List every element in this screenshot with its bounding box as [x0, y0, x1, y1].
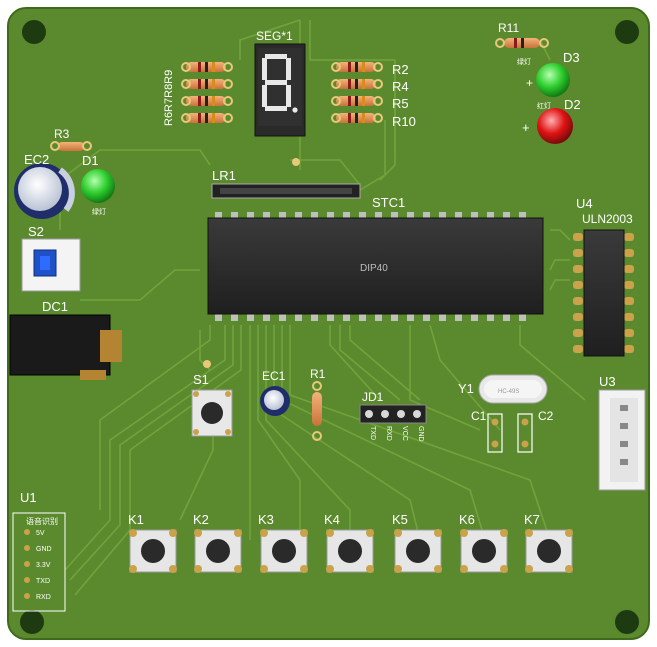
via — [203, 360, 211, 368]
pcb-substrate — [7, 7, 650, 640]
r2-label: R2 — [392, 62, 409, 77]
u1-pin-3: 3.3V — [36, 562, 51, 569]
s1-label: S1 — [193, 372, 209, 387]
u1-label: U1 — [20, 490, 37, 505]
switch-s1: S1 — [191, 372, 233, 437]
jd1-pin-4: GND — [417, 426, 424, 442]
mounting-hole-top-right — [615, 20, 639, 44]
mounting-hole-bottom-right — [615, 610, 639, 634]
k5-label: K5 — [392, 512, 408, 527]
led-d2: D2 红灯 + — [522, 97, 581, 144]
r3-label: R3 — [54, 127, 70, 141]
resistor-bank-right: R2 R4 R5 R10 — [331, 62, 416, 129]
u1-pin-4: TXD — [36, 578, 50, 585]
capacitor-c1: C1 — [471, 409, 503, 453]
ic-u4: U4 ULN2003 — [573, 196, 634, 357]
header-jd1: JD1 TXD RXD VCC GND — [359, 390, 427, 442]
lr1-label: LR1 — [212, 168, 236, 183]
header-lr1: LR1 — [211, 168, 361, 199]
capacitor-ec2: EC2 — [14, 152, 75, 219]
y1-label: Y1 — [458, 381, 474, 396]
capacitor-c2: C2 — [517, 409, 554, 453]
resistor-r3: R3 — [50, 127, 92, 151]
d2-label: D2 — [564, 97, 581, 112]
d1-note: 绿灯 — [92, 207, 106, 216]
r11-label: R11 — [498, 21, 519, 35]
r1-label: R1 — [310, 367, 326, 381]
key-k7: K7 — [524, 512, 573, 573]
mcu-stc1: DIP40 STC1 — [207, 195, 544, 321]
r5-label: R5 — [392, 96, 409, 111]
u1-pin-5: RXD — [36, 594, 51, 601]
k1-label: K1 — [128, 512, 144, 527]
uln-label: ULN2003 — [582, 212, 633, 226]
u4-label: U4 — [576, 196, 593, 211]
resistor-r1: R1 — [310, 367, 326, 441]
capacitor-ec1: EC1 — [260, 369, 290, 416]
d3-plus: + — [526, 76, 533, 90]
d1-label: D1 — [82, 153, 99, 168]
switch-s2: S2 — [21, 224, 81, 292]
led-d3: D3 绿灯 + — [517, 50, 580, 97]
k2-label: K2 — [193, 512, 209, 527]
jd1-label: JD1 — [362, 390, 384, 404]
via — [292, 158, 300, 166]
led-d1: D1 绿灯 — [81, 153, 115, 216]
module-u1: U1 语音识别 5V GND 3.3V TXD RXD — [12, 490, 66, 612]
d2-plus: + — [522, 120, 530, 135]
jd1-pin-1: TXD — [369, 426, 376, 440]
connector-u3: U3 — [598, 374, 646, 491]
resistor-bank-left-label: R6R7R8R9 — [163, 70, 175, 126]
resistor-bank-left: R6R7R8R9 — [163, 62, 233, 126]
u1-pin-2: GND — [36, 546, 52, 553]
ec2-label: EC2 — [24, 152, 49, 167]
y1-mark: HC-49S — [498, 389, 519, 395]
dc1-label: DC1 — [42, 299, 68, 314]
seven-segment-display: SEG*1 — [254, 29, 306, 137]
d3-label: D3 — [563, 50, 580, 65]
c1-label: C1 — [471, 409, 487, 423]
key-k4: K4 — [324, 512, 374, 573]
u1-title: 语音识别 — [26, 516, 58, 526]
d3-note: 绿灯 — [517, 57, 531, 66]
key-k1: K1 — [128, 512, 177, 573]
c2-label: C2 — [538, 409, 554, 423]
crystal-y1: HC-49S Y1 — [458, 374, 548, 404]
dip-label: DIP40 — [360, 263, 388, 274]
ec1-label: EC1 — [262, 369, 286, 383]
key-k5: K5 — [392, 512, 442, 573]
resistor-r11: R11 — [495, 21, 549, 48]
stc1-label: STC1 — [372, 195, 405, 210]
d2-note: 红灯 — [537, 101, 551, 110]
r10-label: R10 — [392, 114, 416, 129]
mounting-hole-bottom-left — [20, 610, 44, 634]
mounting-hole-top-left — [22, 20, 46, 44]
jd1-pin-2: RXD — [385, 426, 392, 441]
key-k6: K6 — [459, 512, 508, 573]
key-k2: K2 — [193, 512, 242, 573]
k7-label: K7 — [524, 512, 540, 527]
r4-label: R4 — [392, 79, 409, 94]
u3-label: U3 — [599, 374, 616, 389]
k6-label: K6 — [459, 512, 475, 527]
jd1-pin-3: VCC — [401, 426, 408, 441]
copper-traces — [59, 19, 586, 596]
k3-label: K3 — [258, 512, 274, 527]
s2-label: S2 — [28, 224, 44, 239]
u1-pin-1: 5V — [36, 530, 45, 537]
k4-label: K4 — [324, 512, 340, 527]
key-k3: K3 — [258, 512, 308, 573]
seg-label: SEG*1 — [256, 29, 293, 43]
dc-jack-dc1: DC1 — [9, 299, 122, 380]
